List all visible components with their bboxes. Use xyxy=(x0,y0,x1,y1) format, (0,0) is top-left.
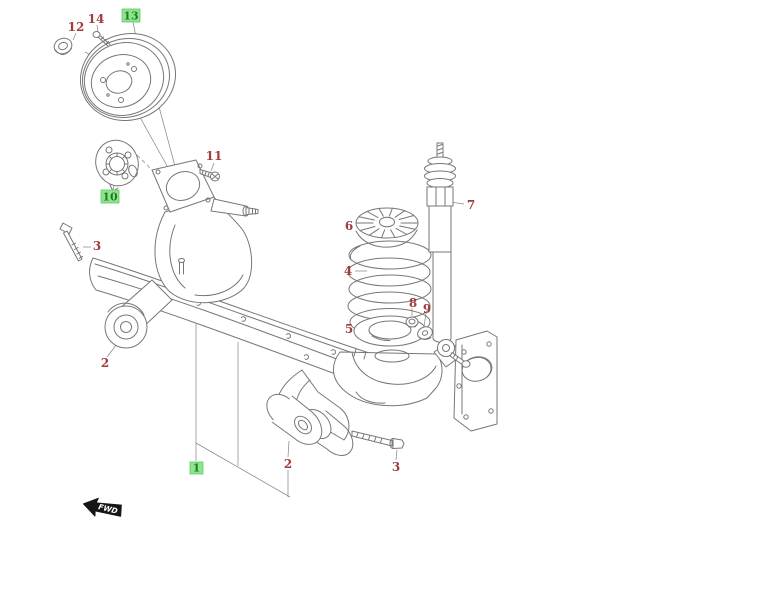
bearing-hatching xyxy=(105,152,129,176)
spring-seat-upper xyxy=(355,207,419,248)
eye-bolt xyxy=(449,352,471,368)
nut-8 xyxy=(405,316,419,328)
callout-5[interactable]: 5 xyxy=(345,322,353,336)
callout-10[interactable]: 10 xyxy=(102,191,118,204)
callout-1-highlight xyxy=(189,461,204,475)
washer-9 xyxy=(417,326,433,340)
callout-8[interactable]: 8 xyxy=(409,296,417,310)
bearing-cap xyxy=(53,37,73,55)
brake-drum xyxy=(79,32,177,122)
bushing-2 xyxy=(266,393,323,445)
spring-perch xyxy=(333,351,443,407)
callout-14[interactable]: 14 xyxy=(88,12,105,26)
callout-3-right[interactable]: 3 xyxy=(392,460,400,474)
screw xyxy=(92,31,111,47)
callout-7[interactable]: 7 xyxy=(467,198,475,212)
callout-10-highlight xyxy=(100,189,120,204)
callout-9[interactable]: 9 xyxy=(423,302,431,316)
seat-ribs xyxy=(355,207,419,239)
shock-absorber xyxy=(424,142,471,368)
stub-axle xyxy=(210,198,259,217)
callout-13-highlight xyxy=(121,8,141,23)
callout-13[interactable]: 13 xyxy=(123,10,138,23)
callout-labels: 12 14 13 10 11 3 2 6 4 5 7 8 9 1 2 3 xyxy=(68,8,475,475)
callout-6[interactable]: 6 xyxy=(345,219,353,233)
callout-12[interactable]: 12 xyxy=(68,20,85,34)
bolt-3-left xyxy=(59,222,83,262)
rear-wheel-hub xyxy=(95,139,139,192)
callout-2-left[interactable]: 2 xyxy=(101,356,109,370)
callout-11[interactable]: 11 xyxy=(206,149,223,163)
fwd-arrow: FWD xyxy=(83,497,122,517)
fwd-arrow-shape xyxy=(83,497,122,517)
callout-3-left[interactable]: 3 xyxy=(93,239,101,253)
bolt-11 xyxy=(199,169,220,182)
callout-2-right[interactable]: 2 xyxy=(284,457,292,471)
callout-4[interactable]: 4 xyxy=(344,264,352,278)
bolt-3-right xyxy=(351,430,405,449)
spindle-bracket xyxy=(151,159,259,304)
left-bushing-housing xyxy=(104,305,148,349)
shock-lower-eye xyxy=(437,339,455,357)
callout-1[interactable]: 1 xyxy=(193,462,201,475)
